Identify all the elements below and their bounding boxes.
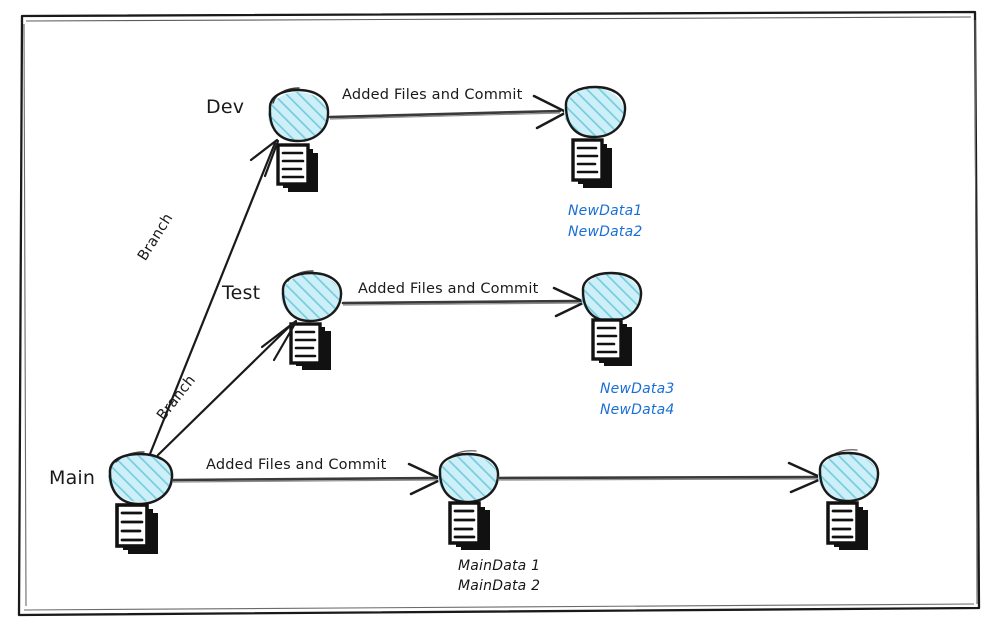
test-commit-edge-arrow [341,286,585,318]
test-commit-2-file-stack [591,318,632,366]
main-commit-2-node[interactable] [818,449,880,503]
test-branch-label: Test [222,282,261,304]
test-commit-2-node[interactable] [581,271,643,323]
test-commit-1-node[interactable] [281,270,343,323]
dev-commit-1-node[interactable] [268,87,330,143]
main-edge-label-1: Added Files and Commit [206,457,387,473]
main-commit-0-node[interactable] [108,451,174,506]
main-commit-edge-arrow-1 [171,462,442,496]
dev-commit-2-file-stack [571,138,612,188]
main-commit-1-data-line-1: MainData 1 [458,558,541,574]
dev-commit-1-file-stack [276,143,318,192]
main-commit-2-file-stack [826,501,868,550]
dev-commit-2-data-line-2: NewData2 [568,224,643,240]
dev-edge-label: Added Files and Commit [342,87,523,103]
main-commit-edge-arrow-2 [496,461,823,494]
main-commit-1-file-stack [448,501,490,550]
branch-arrow-main-to-test [156,319,298,457]
dev-branch-label: Dev [206,96,245,118]
dev-commit-edge-arrow [328,94,567,130]
dev-commit-2-node[interactable] [564,85,627,139]
test-commit-2-data-line-2: NewData4 [600,402,675,418]
main-branch-label: Main [49,467,96,489]
test-edge-label: Added Files and Commit [358,281,539,297]
dev-commit-2-data-line-1: NewData1 [568,203,643,219]
diagram-frame [17,10,981,617]
branch-arrow-main-to-dev [148,138,280,456]
main-commit-0-file-stack [115,503,158,554]
main-commit-1-node[interactable] [438,450,500,504]
test-commit-2-data-line-1: NewData3 [600,381,675,397]
test-commit-1-file-stack [289,322,331,370]
main-commit-1-data-line-2: MainData 2 [458,578,541,594]
